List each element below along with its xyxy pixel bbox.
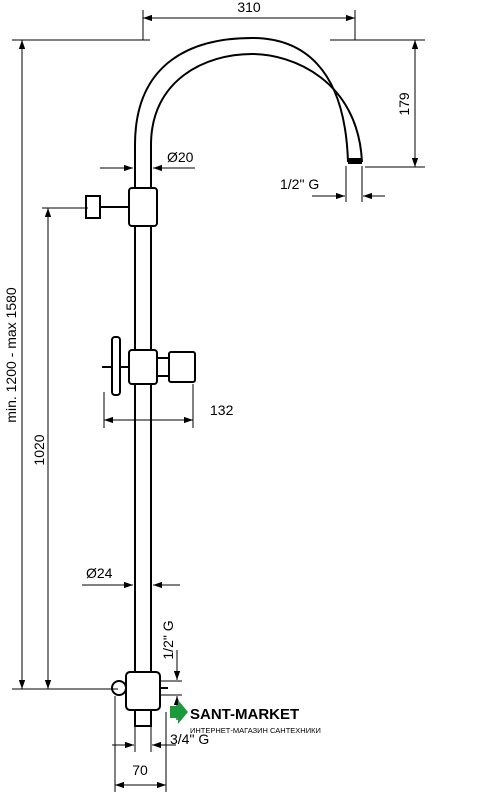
- dimension-label-132: 132: [210, 402, 234, 418]
- dimension-label-inlet-thread: 3/4" G: [170, 731, 209, 747]
- sant-market-watermark: SANT-MARKET ИНТЕРНЕТ-МАГАЗИН САНТЕХНИКИ: [170, 700, 321, 735]
- dimension-arm-height: 179: [330, 39, 425, 168]
- dimension-pipe-diameter-bottom: Ø24: [82, 565, 180, 589]
- dimension-arm-width: 310: [142, 0, 356, 40]
- dimension-label-179: 179: [396, 92, 412, 116]
- slider-cross-knob: [102, 336, 129, 396]
- dimension-label-d20: Ø20: [167, 149, 194, 165]
- shower-holder-cup: [156, 351, 196, 383]
- watermark-brand: SANT-MARKET: [190, 706, 299, 723]
- dimension-label-outlet-thread: 1/2" G: [280, 176, 319, 192]
- dimension-label-adjustment-range: min. 1200 - max 1580: [3, 287, 19, 423]
- slider-block: [128, 349, 158, 385]
- dimension-slider-height: 1020: [31, 207, 88, 689]
- dimension-outlet-thread: 1/2" G: [280, 166, 385, 202]
- dimension-label-70: 70: [132, 762, 148, 778]
- dimension-adjustment-range: min. 1200 - max 1580: [3, 39, 150, 690]
- dimension-pipe-diameter-top: Ø20: [100, 149, 195, 172]
- outlet-thread-marker: [348, 158, 362, 164]
- arrow-logo-icon: [170, 700, 188, 724]
- dimension-inlet-thread: 3/4" G: [112, 726, 209, 752]
- diverter-knob: [85, 195, 129, 219]
- dimension-label-d24: Ø24: [86, 565, 113, 581]
- dimension-label-1020: 1020: [31, 434, 47, 465]
- dimension-base-width: 70: [114, 696, 167, 792]
- watermark-tagline: ИНТЕРНЕТ-МАГАЗИН САНТЕХНИКИ: [190, 726, 321, 735]
- vertical-pipe: [134, 225, 152, 690]
- dimension-bottom-thread: 1/2" G: [160, 620, 182, 720]
- upper-joint: [128, 187, 158, 227]
- dimension-label-310: 310: [237, 0, 261, 15]
- dimension-label-bottom-thread: 1/2" G: [160, 620, 176, 659]
- shower-arm: [134, 36, 363, 188]
- dimension-handle-projection: 132: [103, 384, 234, 428]
- bottom-connection: [111, 671, 168, 727]
